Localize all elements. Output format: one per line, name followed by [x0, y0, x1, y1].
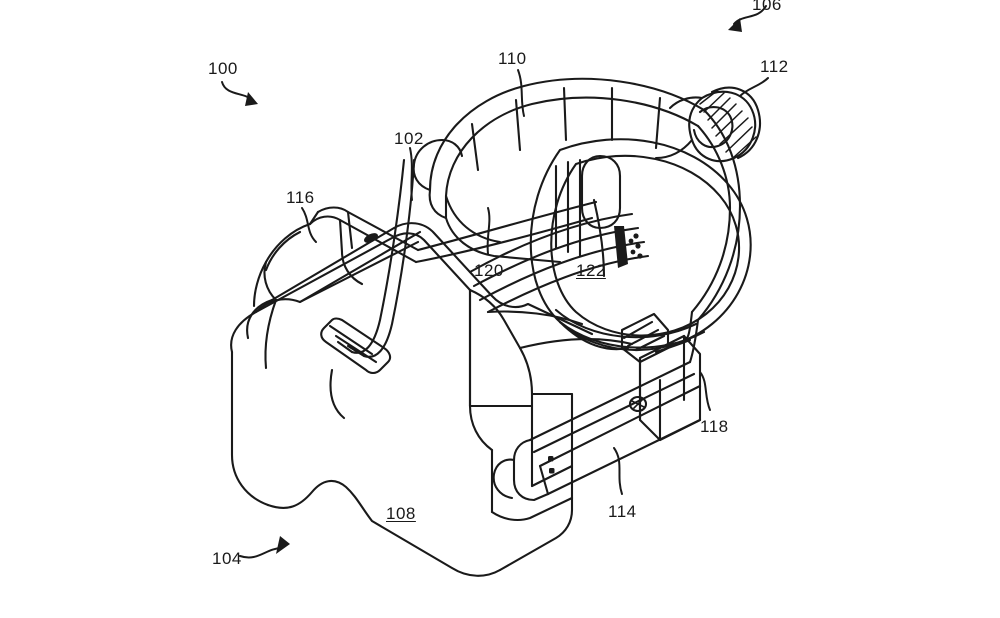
ref-numeral-106: 106 [752, 0, 782, 14]
ref-numeral-110: 110 [498, 49, 527, 68]
visor-body [230, 222, 594, 577]
adjustment-dial [654, 86, 761, 163]
leader-lines [221, 5, 769, 559]
ref-numeral-116: 116 [286, 188, 315, 207]
strap-buckle-front [320, 317, 392, 375]
leader-102 [409, 147, 413, 201]
leader-120 [486, 207, 491, 255]
top-head-strap [412, 77, 706, 264]
ref-numeral-102: 102 [394, 129, 424, 148]
leader-112 [739, 77, 769, 97]
ref-numeral-120: 120 [474, 261, 504, 280]
ref-numeral-112: 112 [760, 57, 789, 76]
leader-104 [239, 547, 283, 559]
side-arm-left [252, 206, 420, 308]
ref-numeral-108: 108 [386, 504, 416, 523]
ref-numeral-104: 104 [212, 549, 242, 568]
leader-114 [613, 447, 623, 495]
leader-118 [699, 371, 711, 411]
ref-numeral-122: 122 [576, 261, 606, 280]
connecting-straps [264, 108, 742, 420]
rear-cradle [468, 138, 752, 352]
ref-numeral-100: 100 [208, 59, 238, 78]
ref-numeral-114: 114 [608, 502, 637, 521]
leader-116 [301, 207, 317, 243]
leader-110 [517, 69, 525, 117]
ref-numeral-118: 118 [700, 417, 729, 436]
